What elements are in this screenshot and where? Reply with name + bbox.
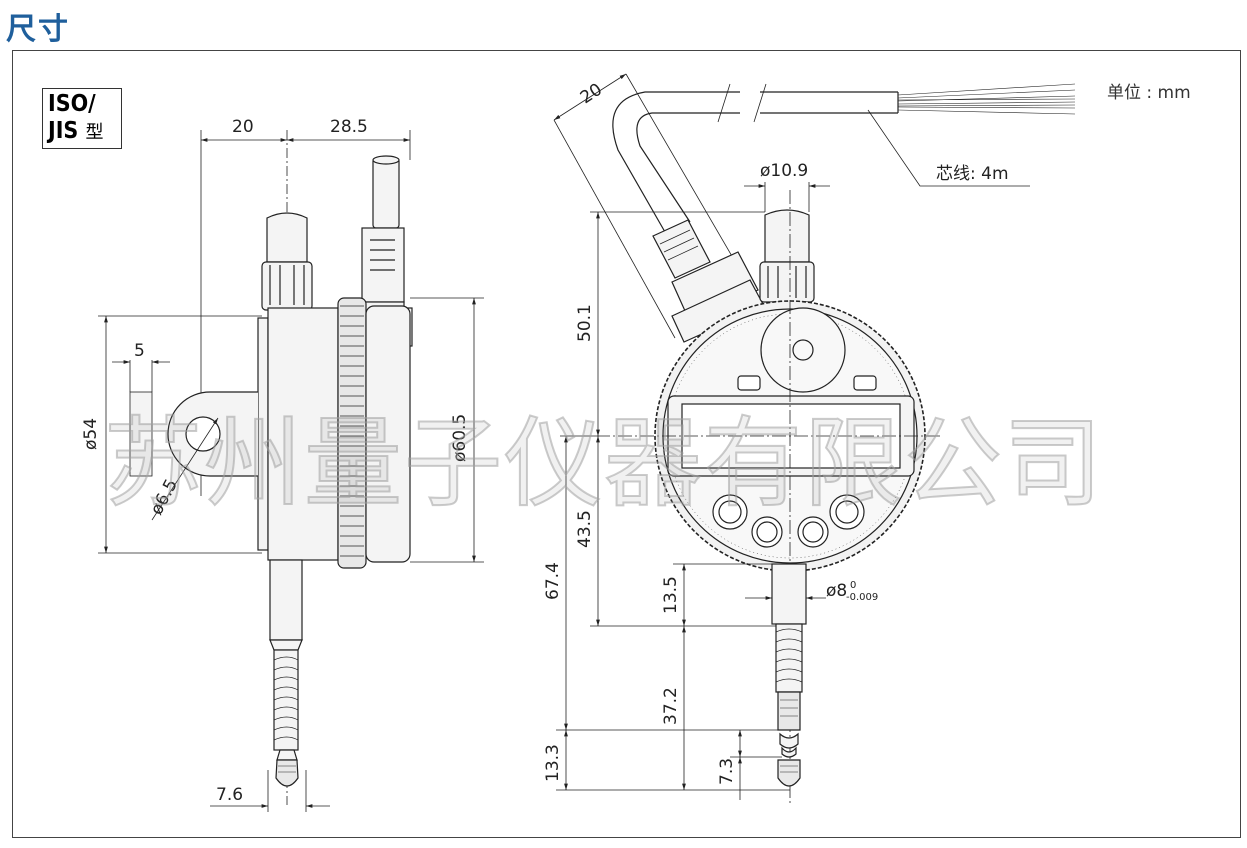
unit-label: 单位 : mm [1107,83,1191,103]
front-view [553,73,1076,805]
page-title: 尺寸 [6,12,70,47]
dim-side-bezel-diameter: ø60.5 [450,414,470,462]
side-view [98,130,484,812]
dim-front-tip: 7.3 [717,758,737,785]
standard-badge: ISO/ JIS 型 [42,88,122,149]
dim-front-cap-diameter: ø10.9 [760,161,808,181]
dim-front-stem-length: 13.5 [661,576,681,614]
dim-front-total: 67.4 [543,562,563,600]
dim-front-stem-tol-upper: 0 [850,580,856,591]
dim-side-back-diameter: ø54 [81,418,101,450]
dim-side-lug-width: 5 [134,341,145,361]
dim-front-cable-bend: 20 [577,80,606,109]
dim-side-contact-point: 7.6 [216,785,243,805]
dim-front-center-to-stem: 43.5 [575,510,595,548]
standard-badge-suffix: 型 [85,122,104,143]
standard-badge-line2: JIS [48,118,79,144]
cable-label: 芯线: 4m [936,164,1009,184]
dim-front-stem-tol-lower: -0.009 [846,592,878,603]
dim-side-left-offset: 20 [232,117,254,137]
drawing-frame [12,50,1241,838]
standard-badge-line1: ISO/ [48,91,96,117]
dim-front-stem-diameter: ø8 [826,581,847,601]
dim-front-spindle: 37.2 [661,687,681,725]
dim-front-tip-total: 13.3 [543,744,563,782]
dim-side-right-offset: 28.5 [330,117,368,137]
dim-front-top-height: 50.1 [575,304,595,342]
watermark-text: 苏州量子仪器有限公司 [103,406,1105,522]
